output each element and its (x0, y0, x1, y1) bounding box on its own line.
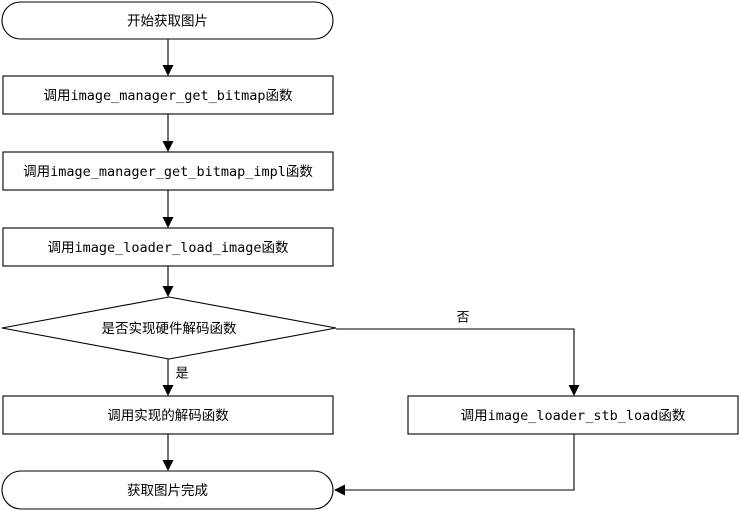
edge-label-yes: 是 (175, 367, 188, 382)
edge-label-no: 否 (456, 311, 469, 326)
process-box-shape (2, 395, 334, 435)
node-end-label: 获取图片完成 (127, 483, 208, 499)
arrow-head-icon (334, 484, 345, 496)
node-end[interactable]: 获取图片完成 (1, 470, 334, 510)
arrow-head-icon (162, 385, 174, 396)
arrow-head-icon (162, 286, 174, 297)
edge-start-to-get-bitmap (162, 39, 174, 76)
edge-call-impl-decode-to-end (162, 434, 174, 471)
arrow-head-icon (162, 65, 174, 76)
node-call-image-loader-load-image[interactable]: 调用image_loader_load_image函数 (2, 227, 334, 267)
node-call-image-loader-stb-load-label: 调用image_loader_stb_load函数 (461, 408, 686, 424)
arrow-head-icon (162, 141, 174, 152)
edge-impl-to-loader-load-image (162, 190, 174, 228)
process-box-shape (2, 227, 334, 267)
process-box-shape (2, 75, 334, 115)
node-start[interactable]: 开始获取图片 (1, 1, 334, 40)
edge-get-bitmap-to-impl (162, 114, 174, 152)
node-call-image-manager-get-bitmap-impl[interactable]: 调用image_manager_get_bitmap_impl函数 (2, 151, 334, 191)
node-call-image-manager-get-bitmap[interactable]: 调用image_manager_get_bitmap函数 (2, 75, 334, 115)
node-call-implemented-decode[interactable]: 调用实现的解码函数 (2, 395, 334, 435)
arrow-head-icon (162, 217, 174, 228)
edge-decision-no-to-stb-load (336, 328, 580, 396)
node-call-image-manager-get-bitmap-label: 调用image_manager_get_bitmap函数 (43, 88, 293, 104)
edge-loader-load-image-to-decision (162, 266, 174, 297)
decision-diamond-shape (1, 296, 337, 360)
node-decision-hardware-decode[interactable]: 是否实现硬件解码函数 (1, 296, 337, 360)
end-terminator-shape (1, 470, 334, 510)
node-call-image-loader-stb-load[interactable]: 调用image_loader_stb_load函数 (407, 395, 739, 435)
process-box-shape (407, 395, 739, 435)
edge-stb-load-to-end (334, 434, 575, 496)
node-call-implemented-decode-label: 调用实现的解码函数 (107, 408, 229, 424)
arrow-head-icon (162, 460, 174, 471)
node-start-label: 开始获取图片 (127, 14, 208, 30)
start-terminator-shape (1, 1, 334, 40)
arrow-head-icon (568, 385, 580, 396)
node-decision-hardware-decode-label: 是否实现硬件解码函数 (102, 321, 237, 337)
node-call-image-loader-load-image-label: 调用image_loader_load_image函数 (48, 240, 289, 256)
process-box-shape (2, 151, 334, 191)
node-call-image-manager-get-bitmap-impl-label: 调用image_manager_get_bitmap_impl函数 (23, 164, 313, 180)
edge-decision-yes-to-call-impl-decode (162, 359, 174, 396)
